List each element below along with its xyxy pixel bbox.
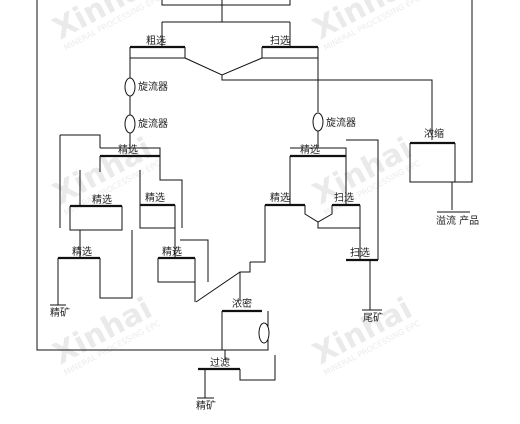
top-feed-bracket [161,0,291,6]
right-cyclone-chain: 旋流器 [312,58,356,148]
far-right-tank-box [409,143,456,183]
right-cell-b-box [317,205,361,229]
right-cleaner-section: 精选 精选 扫选 扫选 尾矿 [250,139,383,324]
cell-b-label: 精选 [145,191,165,204]
right-cell-a-conc [250,205,266,263]
scavenger-cell-label: 扫选 [270,34,290,47]
far-right-product-label: 溢流 产品 [436,214,479,227]
cell-b-box [139,205,176,229]
top-flotation-bank: 粗选 扫选 [129,5,433,140]
cell-a-label: 精选 [92,193,112,206]
cyclone-3 [312,112,324,132]
cyclone-2 [124,114,136,134]
bottom-valve [258,322,270,344]
right-return-line [346,139,379,260]
far-right-tank-label: 浓缩 [424,127,444,140]
right-product-label: 尾矿 [363,311,383,324]
left-return-top [60,134,101,148]
left-cleaner-section: 精选 精选 精选 精选 精矿 精选 [50,134,209,319]
cyclone-1-label: 旋流器 [138,80,168,93]
far-right-thickener: 浓缩 溢流 产品 [409,127,479,227]
left-recycle-line [36,0,225,351]
cell-b-return [159,170,183,228]
left-cleaner-frame [100,147,161,170]
rougher-scavenger-hopper [129,47,319,76]
right-recycle-line [455,0,473,183]
cell-d-box [157,258,196,283]
tail-to-thickener-line [221,75,433,140]
right-cleaner-label: 精选 [300,143,320,156]
cyclone-3-label: 旋流器 [326,116,356,129]
right-cell-b-label: 扫选 [334,191,354,204]
cell-d-side [195,239,209,282]
right-cleaner-frame [290,147,347,170]
bottom-section: 浓密 过滤 精矿 [196,297,276,412]
collector-diagonal [195,262,251,303]
bottom-tank-label: 浓密 [232,297,252,310]
bottom-cell-label: 过滤 [210,356,230,369]
rougher-cell-label: 粗选 [146,34,166,47]
bottom-cell-return [239,355,276,381]
left-cyclone-chain: 旋流器 旋流器 [124,58,168,148]
cyclone-2-label: 旋流器 [138,117,168,130]
right-cell-c-label: 扫选 [350,246,370,259]
cell-c-label: 精选 [72,245,92,258]
left-cleaner-label: 精选 [118,143,138,156]
right-cell-a-label: 精选 [270,191,290,204]
left-product-label: 精矿 [50,306,70,319]
cyclone-1 [124,77,136,97]
cell-a-box [69,206,123,231]
middle-collector [195,262,251,303]
cell-d-label: 精选 [162,245,182,258]
outer-recycle-lines [36,0,473,351]
cell-c-return [99,230,133,299]
bottom-product-label: 精矿 [196,399,216,412]
